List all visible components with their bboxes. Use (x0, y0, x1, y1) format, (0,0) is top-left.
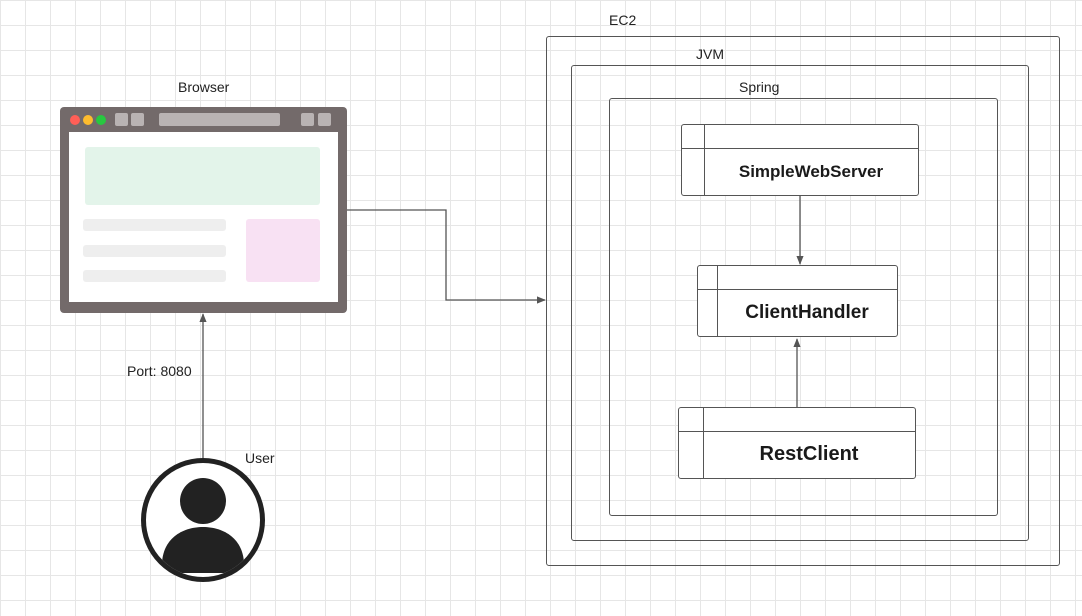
minimize-dot-icon (83, 115, 93, 125)
browser-window-icon (60, 107, 347, 313)
toolbar-button-icon (318, 113, 331, 126)
class-divider (704, 125, 705, 195)
jvm-label: JVM (696, 46, 724, 62)
class-header (679, 408, 915, 432)
class-name: RestClient (759, 443, 859, 465)
client-handler-class: ClientHandler (697, 265, 898, 337)
text-line-placeholder (83, 219, 226, 231)
address-bar-icon (159, 113, 280, 126)
class-header (682, 125, 918, 149)
class-header (698, 266, 897, 290)
spring-container (609, 98, 998, 516)
class-divider (717, 266, 718, 336)
browser-to-ec2-connector (347, 209, 546, 304)
user-avatar-icon (141, 458, 265, 582)
ec2-label: EC2 (609, 12, 637, 28)
class-divider (703, 408, 704, 478)
back-button-icon (115, 113, 128, 126)
browser-viewport (69, 132, 338, 302)
port-label: Port: 8080 (127, 363, 192, 379)
side-block (246, 219, 320, 282)
toolbar-button-icon (301, 113, 314, 126)
browser-label: Browser (178, 79, 230, 95)
jvm-container (571, 65, 1029, 541)
class-name: SimpleWebServer (738, 161, 884, 181)
forward-button-icon (131, 113, 144, 126)
class-name: ClientHandler (745, 301, 869, 323)
maximize-dot-icon (96, 115, 106, 125)
text-line-placeholder (83, 245, 226, 257)
ec2-container (546, 36, 1060, 566)
hero-block (85, 147, 320, 205)
close-dot-icon (70, 115, 80, 125)
rest-client-class: RestClient (678, 407, 916, 479)
text-line-placeholder (83, 270, 226, 282)
spring-label: Spring (739, 79, 780, 95)
user-label: User (245, 450, 275, 466)
simple-web-server-class: SimpleWebServer (681, 124, 919, 196)
